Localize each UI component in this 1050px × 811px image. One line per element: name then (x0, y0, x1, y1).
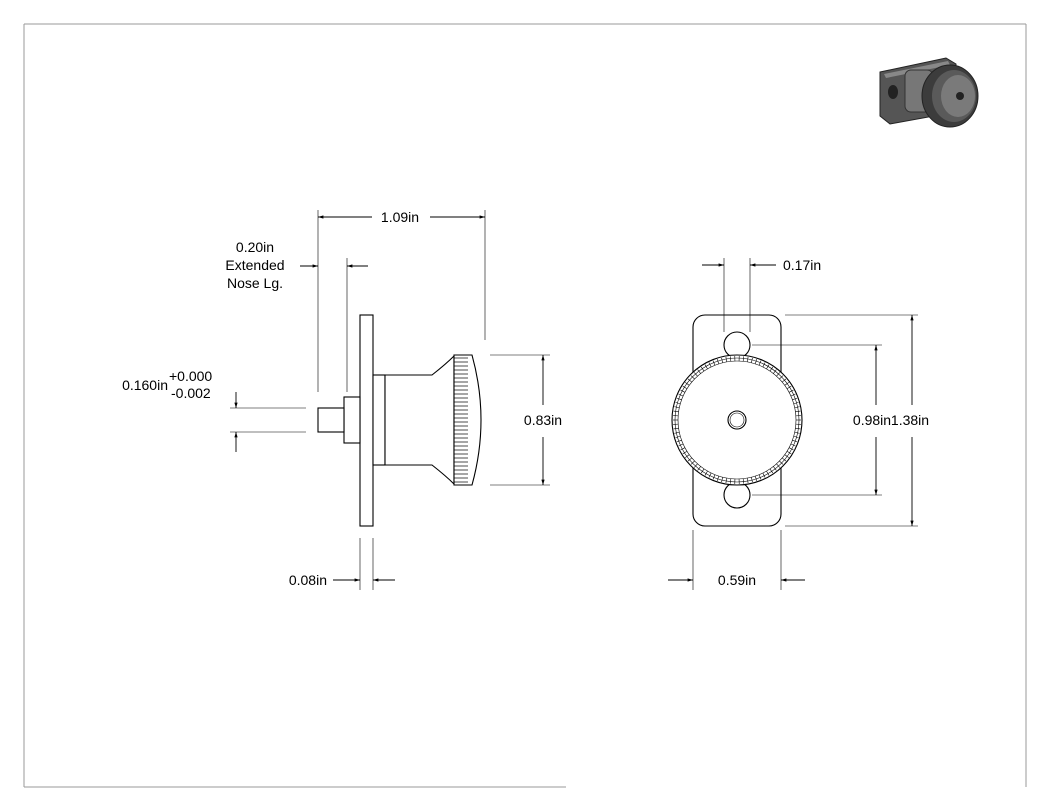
knurl-pattern (454, 357, 468, 483)
hole-spacing-label: 0.98in (853, 412, 891, 428)
body-shoulder (372, 374, 386, 466)
knob-diameter-label: 0.83in (524, 412, 562, 428)
hole-diameter-label: 0.17in (783, 257, 821, 273)
flange-width-label: 0.59in (718, 572, 756, 588)
front-dimensions: 0.17in 0.98in 1.38in 0.59in (668, 257, 929, 590)
pin-tolerance-plus: +0.000 (169, 368, 212, 384)
center-pin-inner (729, 412, 745, 428)
isometric-thumbnail (879, 57, 979, 128)
knob-body (384, 354, 455, 486)
nose-length-line3: Nose Lg. (227, 275, 283, 291)
sheet-border (23, 23, 1027, 788)
knob-crown (453, 354, 482, 486)
overall-length-label: 1.09in (381, 209, 419, 225)
nose-length-value: 0.20in (236, 239, 274, 255)
pin-collar (343, 396, 361, 444)
flange-thickness-label: 0.08in (289, 572, 327, 588)
knob-inner (677, 360, 797, 480)
mounting-hole-bottom (723, 481, 751, 509)
knurl-ring-pattern (673, 356, 801, 484)
side-dimensions: 1.09in 0.20in Extended Nose Lg. 0.160in … (122, 209, 562, 590)
center-pin (727, 410, 747, 430)
nose-length-line2: Extended (225, 257, 284, 273)
pin-tolerance-minus: -0.002 (171, 385, 211, 401)
mounting-hole-top (723, 331, 751, 359)
side-view (317, 314, 482, 527)
pin-diameter-label: 0.160in (122, 377, 168, 393)
side-flange (359, 314, 374, 527)
front-view (671, 314, 803, 527)
flange-height-label: 1.38in (891, 412, 929, 428)
plunger-pin (317, 407, 345, 433)
